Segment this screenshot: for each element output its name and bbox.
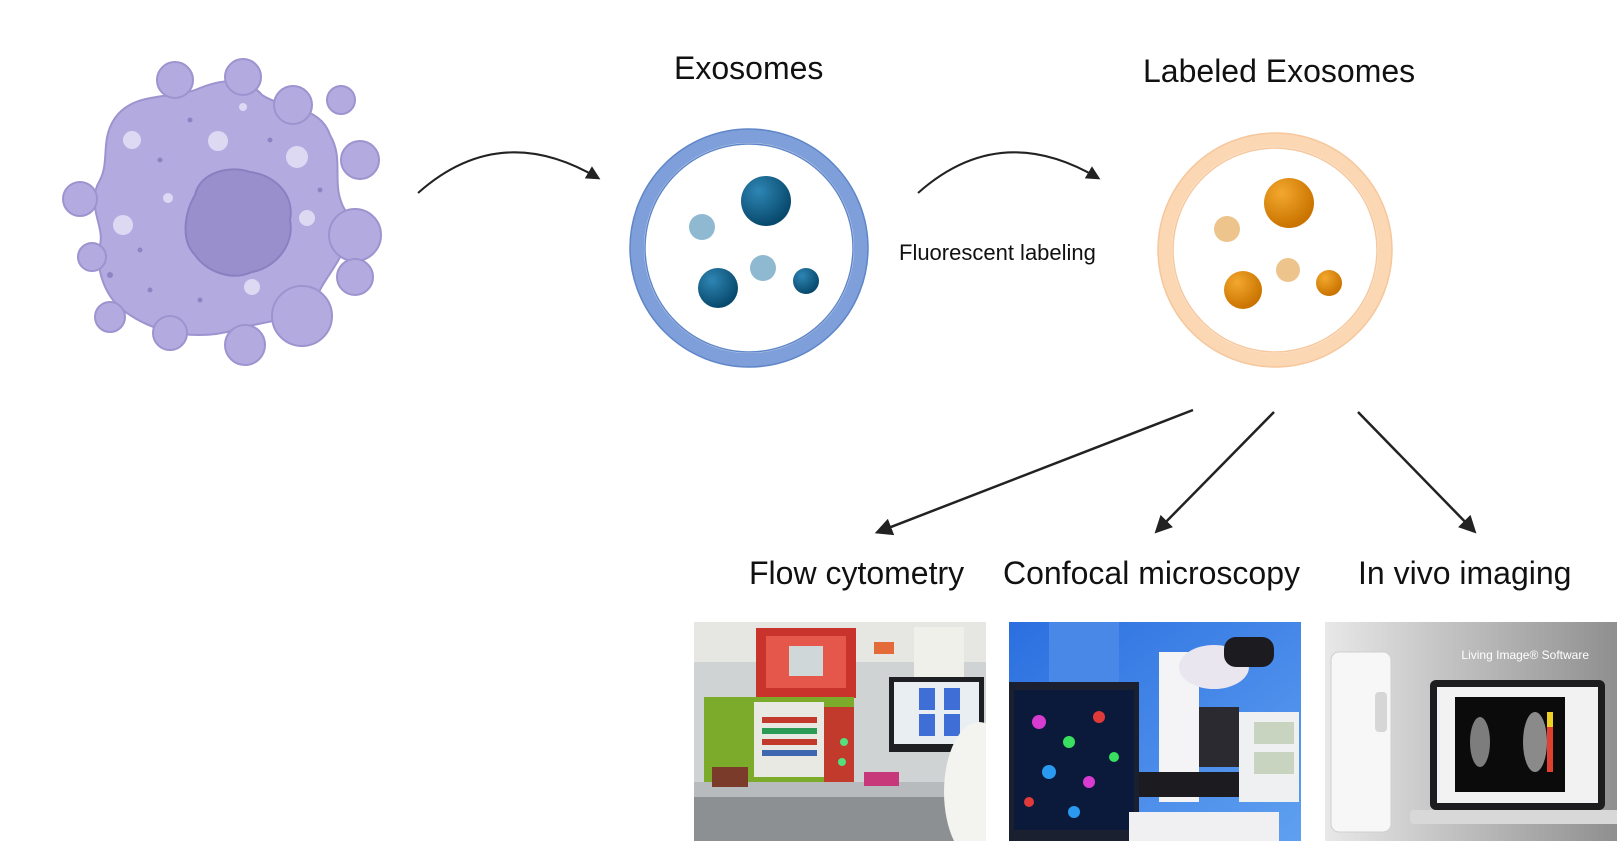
exosome-cargo-particle [698,268,738,308]
exosome-cargo-particle [750,255,776,281]
label-fluorescent-labeling: Fluorescent labeling [899,240,1096,265]
label-in-vivo-imaging: In vivo imaging [1358,555,1572,591]
label-labeled-exosomes: Labeled Exosomes [1143,53,1416,89]
label-flow-cytometry: Flow cytometry [749,555,965,591]
label-exosomes: Exosomes [674,50,824,86]
labeled-cargo-particle [1316,270,1342,296]
cell-nucleus [184,168,292,277]
exosome-cargo-particle [741,176,791,226]
in-vivo-imaging-photo: Living Image® Software [1325,622,1617,841]
labeled-cargo-particle [1224,271,1262,309]
confocal-microscopy-photo [1009,622,1301,841]
arrow-to-in-vivo [1357,411,1477,534]
arrow-labeling [917,151,1101,194]
labeled-cargo-particle [1264,178,1314,228]
arrow-to-confocal [1154,411,1275,534]
flow-cytometry-photo [694,622,986,841]
labeled-cargo-particle [1276,258,1300,282]
label-confocal-microscopy: Confocal microscopy [1003,555,1300,591]
exosome-cargo-particle [689,214,715,240]
exosome-cargo-particle [793,268,819,294]
cell-illustration [62,58,382,366]
arrow-secretion [417,151,601,194]
in-vivo-software-caption: Living Image® Software [1461,648,1589,662]
labeled-exosome-vesicle [1157,132,1393,368]
labeled-cargo-particle [1214,216,1240,242]
exosome-vesicle [629,128,869,368]
arrow-to-flow-cytometry [874,408,1194,536]
